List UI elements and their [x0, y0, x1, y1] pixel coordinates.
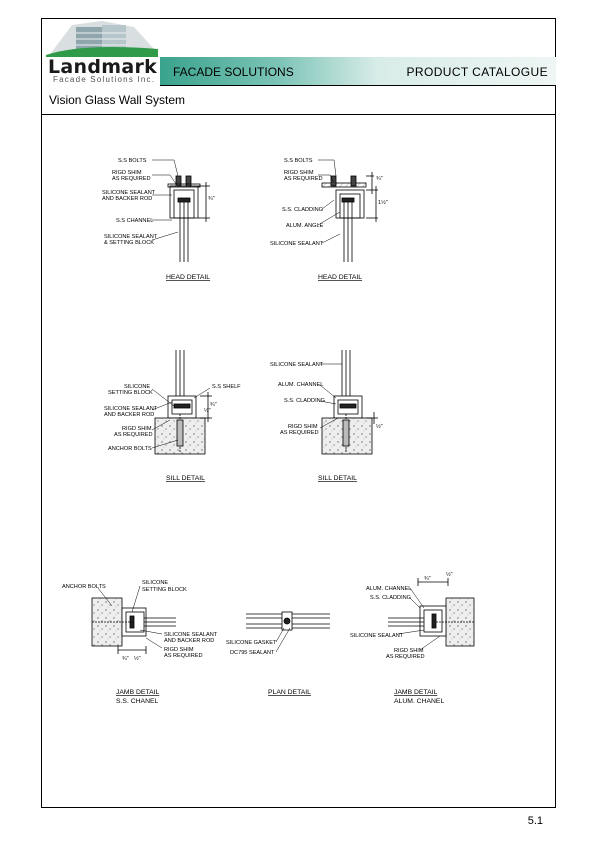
logo-tagline: Facade Solutions Inc. [53, 75, 156, 84]
head1-label-1: RIGD SHIM [112, 170, 142, 176]
sill2-label-4: AS REQUIRED [280, 430, 319, 436]
jamb-detail-2 [388, 578, 475, 647]
jamb2-dim-1: ½" [446, 571, 453, 578]
sill1-label-1: SETTING BLOCK [108, 390, 153, 396]
head1-label-0: S.S BOLTS [118, 158, 147, 164]
sill-detail-1 [154, 350, 212, 455]
sill1-label-3: SILICONE SEALANT [104, 406, 158, 412]
plan-detail [246, 611, 330, 631]
head1-dim-0: ¾" [208, 196, 215, 202]
title-row: Vision Glass Wall System [41, 85, 556, 115]
head2-label-5: SILICONE SEALANT [270, 241, 324, 247]
head2-dim-1: 1½" [378, 199, 388, 206]
head1-label-4: AND BACKER ROD [102, 196, 152, 202]
plan-detail-leaders [275, 627, 291, 653]
head2-label-2: AS REQUIRED [284, 176, 323, 182]
jamb2-label-2: SILICONE SEALANT [350, 633, 404, 639]
jamb-detail-1 [91, 597, 176, 654]
head1-label-6: SILICONE SEALANT [104, 234, 158, 240]
plan-label-0: SILICONE GASKET [226, 640, 277, 646]
plan-caption: PLAN DETAIL [268, 689, 311, 696]
sill2-label-0: SILICONE SEALANT [270, 362, 324, 368]
catalogue-label: PRODUCT CATALOGUE [406, 65, 548, 79]
head2-label-1: RIGD SHIM [284, 170, 314, 176]
jamb2-label-3: RIGD SHIM [394, 648, 424, 654]
sill2-label-1: ALUM. CHANNEL [278, 382, 323, 388]
logo-name: Landmark [48, 56, 158, 78]
head2-label-4: ALUM. ANGLE [286, 223, 324, 229]
jamb2-label-1: S.S. CLADDING [370, 595, 411, 601]
head2-caption: HEAD DETAIL [318, 274, 362, 281]
head-detail-1 [167, 175, 210, 262]
head1-label-3: SILICONE SEALANT [102, 190, 156, 196]
jamb1-label-3: SILICONE SEALANT [164, 632, 218, 638]
head1-caption: HEAD DETAIL [166, 274, 210, 281]
jamb2-subcaption: ALUM. CHANEL [394, 698, 444, 705]
plan-label-1: DC795 SEALANT [230, 650, 275, 656]
header-band: FACADE SOLUTIONS PRODUCT CATALOGUE [160, 57, 556, 86]
sill-detail-2 [321, 350, 378, 455]
jamb1-dim-0: ¾" [122, 656, 129, 662]
head1-label-2: AS REQUIRED [112, 176, 151, 182]
page-number: 5.1 [527, 815, 543, 827]
sill2-caption: SILL DETAIL [318, 475, 357, 482]
jamb1-label-2: SETTING BLOCK [142, 587, 187, 593]
sill2-dim-0: ½" [376, 423, 383, 430]
sill1-dim-0: ¾" [210, 402, 217, 408]
jamb1-label-4: AND BACKER ROD [164, 638, 214, 644]
page-frame [41, 18, 556, 808]
sill1-label-7: ANCHOR BOLTS [108, 446, 152, 452]
head-detail-2 [321, 172, 378, 262]
head2-dim-0: ¾" [376, 176, 383, 182]
jamb2-label-0: ALUM. CHANNEL [366, 586, 411, 592]
jamb1-label-0: ANCHOR BOLTS [62, 584, 106, 590]
jamb2-label-4: AS REQUIRED [386, 654, 425, 660]
jamb1-dim-1: ½" [134, 655, 141, 662]
jamb1-subcaption: S.S. CHANEL [116, 698, 159, 705]
sill1-label-0: SILICONE [124, 384, 150, 390]
head-detail-1-leaders [151, 159, 179, 241]
jamb1-label-1: SILICONE [142, 580, 168, 586]
head1-label-7: & SETTING BLOCK [104, 240, 154, 246]
sill1-label-4: AND BACKER ROD [104, 412, 154, 418]
company-logo: Landmark Facade Solutions Inc. [42, 19, 160, 85]
head-detail-2-leaders [317, 159, 341, 244]
head2-label-3: S.S. CLADDING [282, 207, 323, 213]
head2-label-0: S.S BOLTS [284, 158, 313, 164]
sill1-label-6: AS REQUIRED [114, 432, 153, 438]
sill1-label-2: S.S SHELF [212, 384, 241, 390]
jamb1-label-6: AS REQUIRED [164, 653, 203, 659]
sill2-label-3: RIGD SHIM [288, 424, 318, 430]
sill1-caption: SILL DETAIL [166, 475, 205, 482]
sill1-dim-1: ½" [204, 407, 211, 414]
sill-detail-2-leaders [319, 363, 342, 429]
jamb-detail-1-leaders [97, 585, 163, 649]
jamb1-caption: JAMB DETAIL [116, 689, 160, 696]
jamb1-label-5: RIGD SHIM [164, 647, 194, 653]
building-logo-icon [46, 21, 158, 57]
head1-label-5: S.S CHANNEL [116, 218, 153, 224]
jamb-detail-2-leaders [397, 587, 441, 651]
sill2-label-2: S.S. CLADDING [284, 398, 325, 404]
section-label: FACADE SOLUTIONS [173, 65, 294, 79]
sill-detail-1-leaders [151, 387, 211, 449]
jamb2-dim-0: ¾" [424, 576, 431, 582]
jamb2-caption: JAMB DETAIL [394, 689, 438, 696]
page-title: Vision Glass Wall System [49, 93, 186, 107]
sill1-label-5: RIGD SHIM [122, 426, 152, 432]
